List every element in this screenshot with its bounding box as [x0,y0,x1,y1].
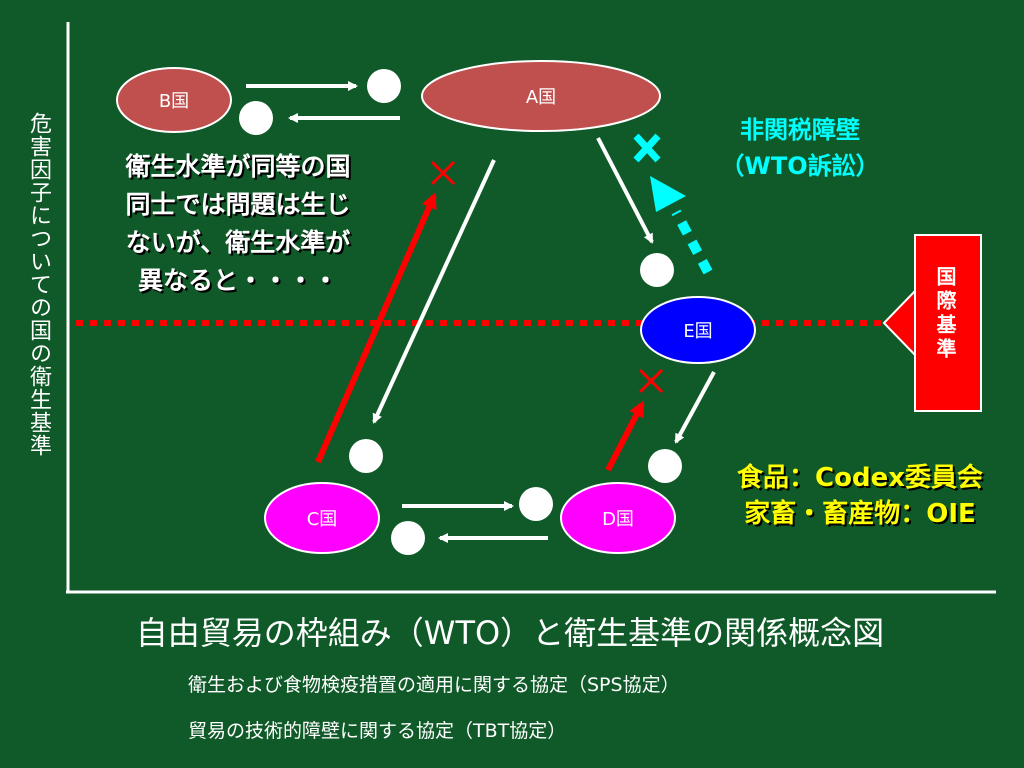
note-line: 衛生水準が同等の国 [125,152,351,181]
ntb-label-line: 非関税障壁 [740,116,860,144]
note-text: 衛生水準が同等の国 同士では問題は生じ ないが、衛生水準が 異なると・・・・ [78,148,398,300]
note-line: ないが、衛生水準が [125,228,351,257]
product-circle [367,69,401,103]
blocked-arrow-c-to-a [315,192,437,464]
blocked-arrow-d-to-e [605,400,645,472]
product-circle [391,521,425,555]
blocked-mark-e [638,368,664,394]
product-circle [349,439,383,473]
ntb-arrow-head [650,176,686,212]
ntb-label-line: （WTO訴訟） [720,152,880,180]
standards-body-livestock: 家畜・畜産物：OIE [744,499,976,529]
country-c-node [264,482,380,554]
ntb-cross-mark [633,133,661,163]
ntb-dashed-line [671,209,713,275]
intl-standard-arrow [882,287,917,359]
ntb-label: 非関税障壁 （WTO訴訟） [700,112,900,184]
agreement-tbt: 貿易の技術的障壁に関する協定（TBT協定） [188,720,567,742]
slide-title: 自由貿易の枠組み（WTO）と衛生基準の関係概念図 [135,614,885,652]
country-a-node [421,60,661,132]
intl-standard-box: 国際基準 [914,234,982,412]
country-d-label: D国 [602,509,634,530]
standards-body-food: 食品：Codex委員会 [737,463,983,493]
note-line: 異なると・・・・ [137,266,338,295]
product-circle [648,449,682,483]
country-c-label: C国 [307,509,338,530]
note-line: 同士では問題は生じ [125,190,351,219]
country-e-label: E国 [683,321,712,342]
arrow-a-to-c [372,159,496,424]
country-d-node [560,482,676,554]
product-circle [640,253,674,287]
product-circle [519,487,553,521]
country-b-label: B国 [159,91,189,112]
arrow-e-to-d [674,371,716,444]
standards-bodies: 食品：Codex委員会 家畜・畜産物：OIE [710,460,1010,532]
y-axis-label: 危害因子についての国の衛生基準 [26,112,51,457]
blocked-mark-a [430,160,456,186]
product-circle [239,101,273,135]
country-e-node [640,296,756,364]
country-a-label: A国 [526,87,556,108]
country-b-node [116,67,232,133]
intl-standard-label: 国際基準 [933,266,957,362]
arrow-a-to-e [596,137,654,244]
agreement-sps: 衛生および食物検疫措置の適用に関する協定（SPS協定） [188,674,680,696]
